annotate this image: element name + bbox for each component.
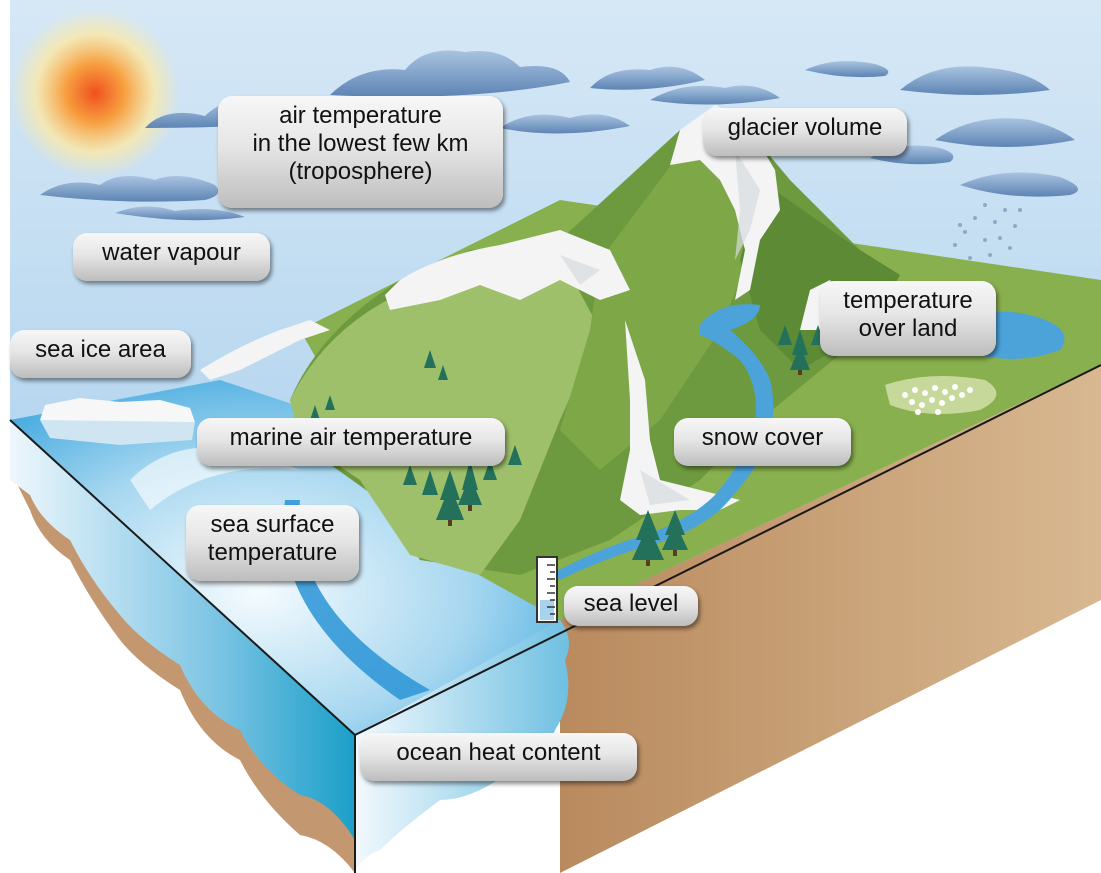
clouds [40,50,1078,221]
tree-trunks [448,370,802,566]
label-sea-level: sea level [564,586,698,626]
mountain-light-face [290,255,600,575]
label-temperature-over-land: temperature over land [820,281,996,356]
label-sea-surface-temperature: sea surface temperature [186,505,359,581]
label-ocean-heat-content: ocean heat content [360,733,637,781]
label-water-vapour: water vapour [73,233,270,281]
snow-shading [560,150,760,505]
sun [10,8,180,178]
label-glacier-volume: glacier volume [703,108,907,156]
mountain-mid-face [560,125,760,470]
sea-ice-floe [40,398,195,445]
rain-drops [953,203,1022,260]
label-snow-cover: snow cover [674,418,851,466]
flock [902,384,973,415]
label-sea-ice-area: sea ice area [10,330,191,378]
land-block-side [560,365,1101,873]
pasture [885,376,997,414]
block-outline [9,364,1101,873]
label-air-temperature: air temperature in the lowest few km (tr… [218,96,503,208]
label-marine-air-temperature: marine air temperature [197,418,505,466]
ocean-front-face [10,420,355,840]
sea-level-gauge [536,556,558,623]
trees [310,325,825,560]
